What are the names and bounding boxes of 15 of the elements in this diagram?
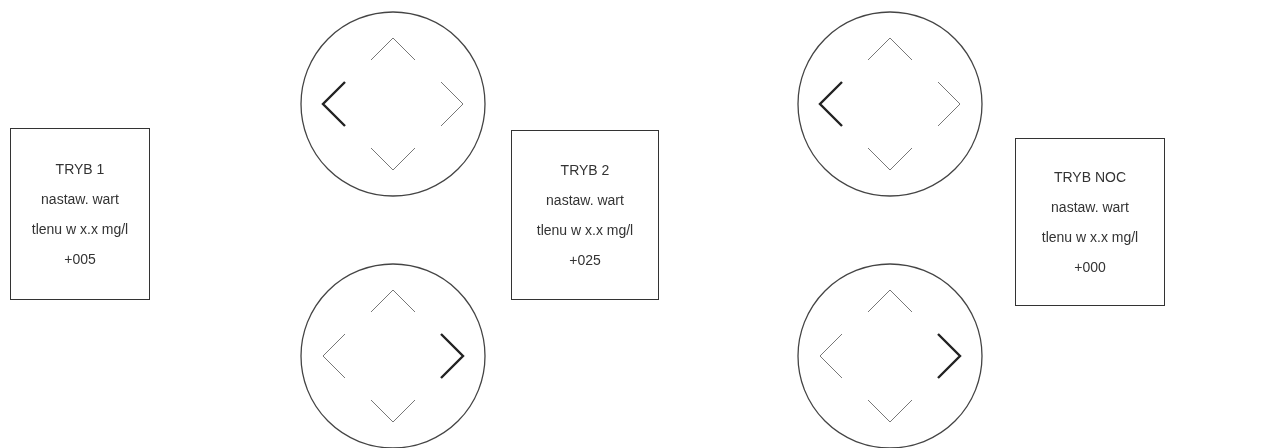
display-text: nastaw. wart	[1051, 198, 1129, 217]
display-text: nastaw. wart	[546, 191, 624, 210]
display-panel	[1015, 138, 1165, 306]
display-text: +025	[569, 251, 601, 270]
display-text: TRYB 1	[55, 160, 105, 179]
display-text: +005	[64, 250, 96, 269]
display-text: tlenu w x.x mg/l	[1041, 228, 1139, 247]
display-text: +000	[1074, 258, 1106, 277]
display-text: tlenu w x.x mg/l	[536, 221, 634, 240]
display-text: TRYB NOC	[1053, 168, 1127, 187]
display-panel	[10, 128, 150, 300]
display-text: tlenu w x.x mg/l	[31, 220, 129, 239]
display-text: TRYB 2	[560, 161, 610, 180]
display-panel	[511, 130, 659, 300]
display-text: nastaw. wart	[41, 190, 119, 209]
